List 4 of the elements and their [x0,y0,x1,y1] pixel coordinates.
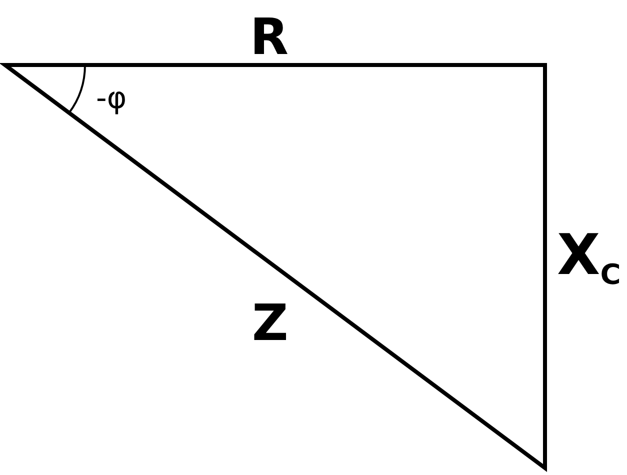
side-label: X$_{C}$ [557,228,621,284]
angle-label: -φ [96,84,127,114]
side-label: R [250,12,289,62]
side-label: Z [252,298,288,348]
